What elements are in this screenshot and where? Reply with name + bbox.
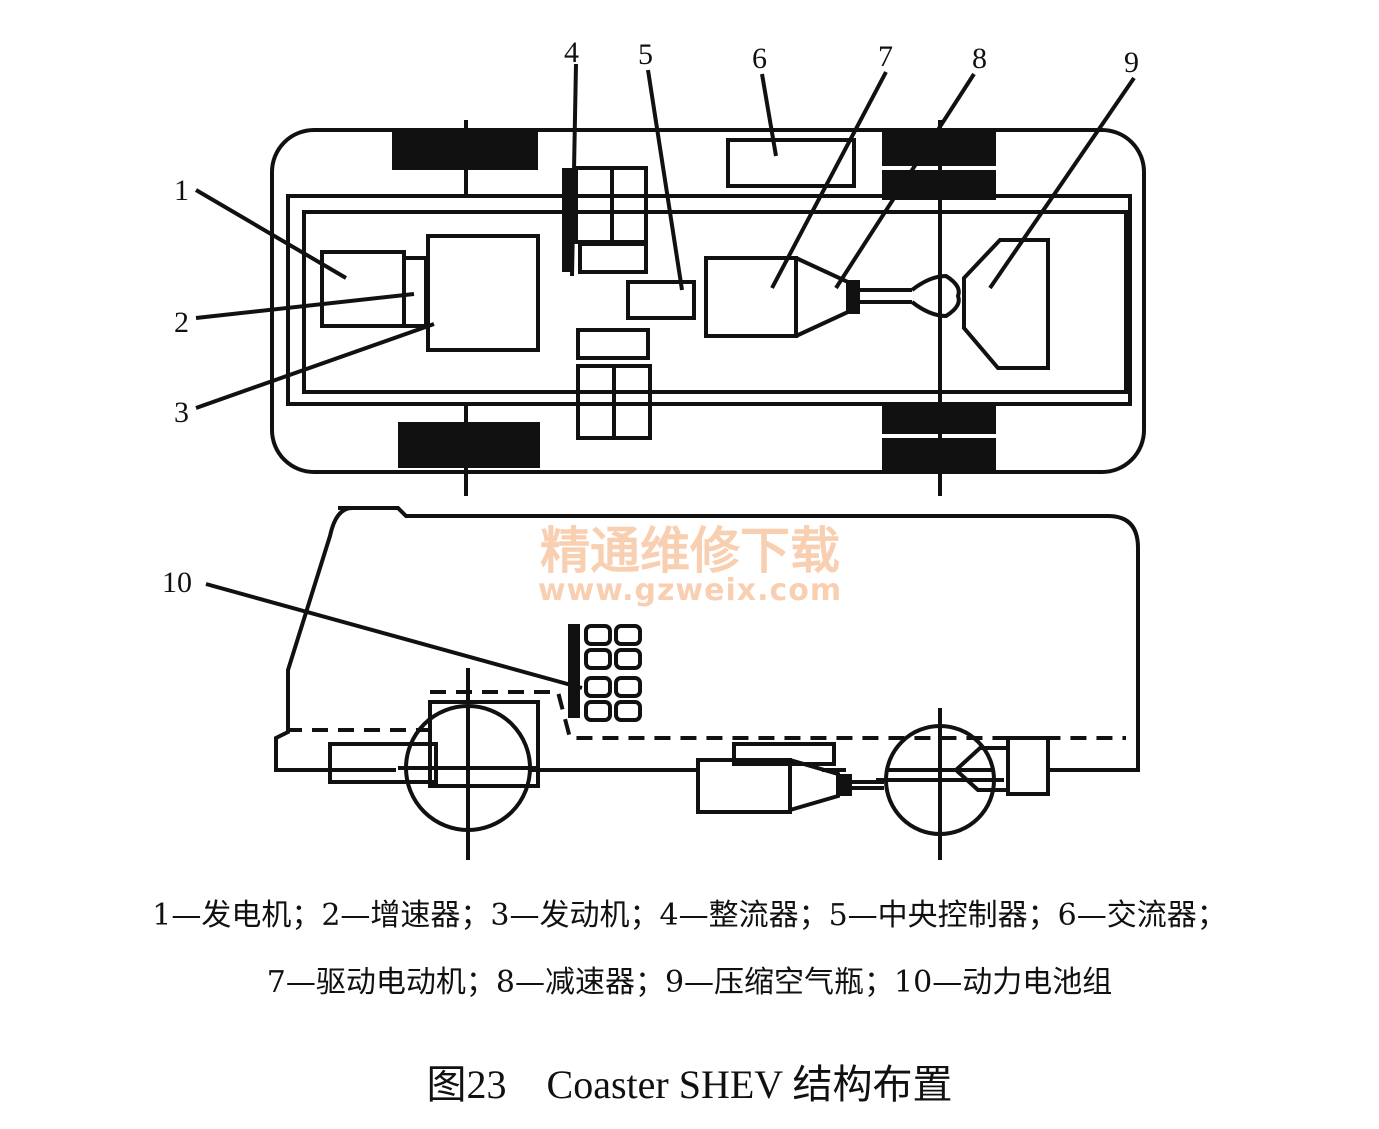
generator: [320, 250, 406, 328]
label-3: 3: [174, 396, 189, 429]
speed-increaser: [402, 256, 428, 328]
label-10: 10: [162, 566, 192, 599]
engine-side: [428, 700, 540, 788]
reducer-side: [836, 774, 852, 796]
leader-5: [646, 69, 684, 291]
inverter-side: [732, 742, 836, 766]
rear-box-side: [1006, 736, 1050, 796]
vehicle-body-top-view: [270, 128, 1146, 474]
leader-10: [205, 582, 583, 690]
front-right-wheel: [398, 422, 540, 468]
rear-right-wheel-inner: [882, 404, 996, 434]
drive-motor: [704, 256, 798, 338]
chassis-frame-outer: [286, 194, 1132, 406]
module-small: [576, 328, 650, 360]
front-left-wheel: [392, 130, 538, 170]
leader-1: [194, 188, 348, 280]
rear-left-wheel-outer: [882, 130, 996, 166]
chassis-frame-inner: [302, 210, 1128, 394]
rear-right-wheel-outer: [882, 438, 996, 472]
label-5: 5: [638, 38, 653, 71]
compressed-air-bottle: [962, 238, 1050, 370]
generator-side: [328, 742, 438, 784]
figure-caption: 图23 Coaster SHEV 结构布置: [426, 1062, 953, 1107]
central-controller: [626, 280, 696, 320]
inverter: [726, 138, 856, 188]
label-7: 7: [878, 40, 893, 73]
drive-motor-side: [696, 758, 792, 814]
leader-3: [195, 322, 435, 410]
leader-7: [770, 71, 888, 289]
battery-pack-heatsink: [568, 624, 580, 718]
floor-line-dashed: [430, 690, 1126, 740]
label-2: 2: [174, 306, 189, 339]
leader-4: [570, 63, 578, 277]
legend-line-1: 1—发电机；2—增速器；3—发动机；4—整流器；5—中央控制器；6—交流器；: [152, 898, 1227, 933]
battery-pack: [584, 624, 642, 722]
rectifier-base: [578, 242, 648, 274]
rear-left-wheel-inner: [882, 170, 996, 200]
label-9: 9: [1124, 46, 1139, 79]
differential: [910, 273, 961, 319]
watermark-url: www.gzweix.com: [538, 573, 842, 608]
label-1: 1: [174, 174, 189, 207]
reducer: [846, 280, 860, 314]
watermark-title: 精通维修下载: [540, 522, 840, 580]
drive-motor-taper: [795, 256, 850, 338]
engine: [426, 234, 540, 352]
leader-8: [834, 72, 976, 290]
label-4: 4: [564, 36, 579, 69]
leader-6: [760, 73, 778, 157]
leader-2: [195, 292, 415, 320]
label-8: 8: [972, 42, 987, 75]
label-6: 6: [752, 42, 767, 75]
legend-line-2: 7—驱动电动机；8—减速器；9—压缩空气瓶；10—动力电池组: [266, 965, 1113, 1000]
leader-9: [988, 76, 1136, 290]
